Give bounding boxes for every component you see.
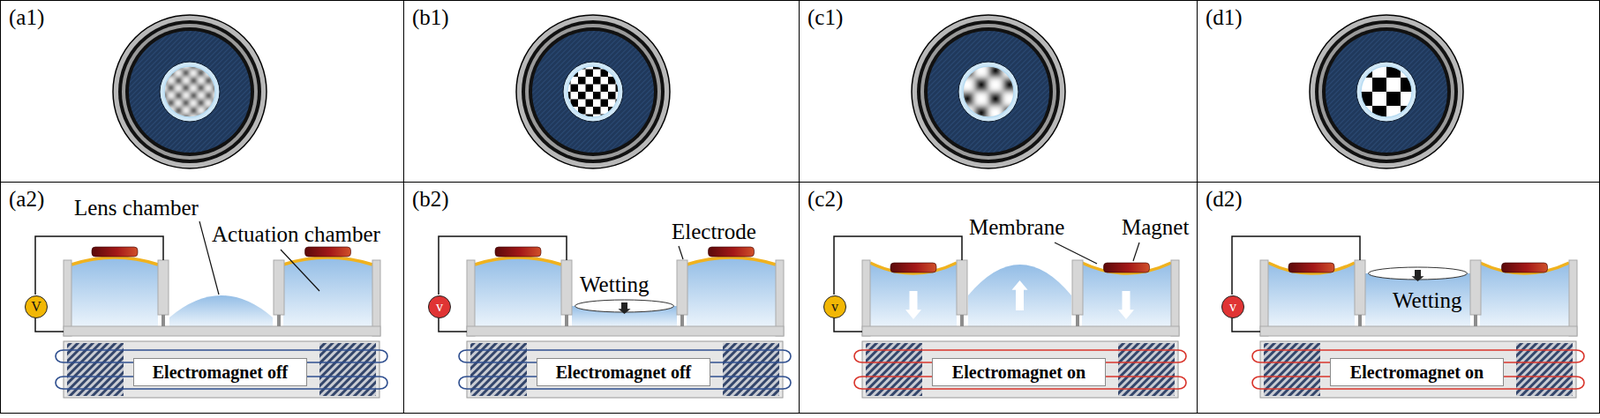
part-label: Magnet	[1121, 215, 1189, 241]
device-section	[1231, 236, 1585, 399]
voltage-source: v	[823, 295, 847, 319]
figure-panel: (c1)	[798, 0, 1198, 183]
state-label: Electromagnet off	[555, 362, 692, 383]
state-label: Electromagnet on	[952, 362, 1086, 383]
voltage-symbol: v	[1229, 300, 1237, 315]
part-label: Wetting	[1392, 288, 1463, 314]
figure-panel: (d1)	[1196, 0, 1600, 183]
figure-panel: (a1)	[0, 0, 405, 183]
panel-label: (b2)	[412, 187, 450, 212]
lens-view	[516, 15, 670, 169]
part-label: Electrode	[671, 219, 757, 245]
part-label: Lens chamber	[74, 195, 199, 221]
leader-line	[1054, 242, 1097, 264]
state-label: Electromagnet on	[1350, 362, 1484, 383]
lens-view	[112, 15, 267, 169]
part-label: Actuation chamber	[211, 222, 381, 248]
electromagnet-box: Electromagnet off	[536, 358, 711, 387]
voltage-symbol: v	[435, 300, 444, 315]
leader-line	[1133, 242, 1140, 262]
electromagnet-box: Electromagnet on	[1329, 358, 1504, 387]
voltage-source: V	[24, 295, 48, 319]
electromagnet-box: Electromagnet off	[133, 358, 308, 387]
panel-label: (a2)	[8, 187, 45, 212]
figure-panel: (b1)	[403, 0, 800, 183]
panel-label: (b1)	[412, 5, 450, 31]
voltage-symbol: V	[30, 300, 42, 315]
panel-label: (c2)	[807, 187, 843, 212]
voltage-symbol: v	[831, 300, 839, 315]
lens-view	[911, 15, 1066, 169]
voltage-source: v	[428, 295, 451, 319]
device-section	[833, 236, 1187, 399]
lens-view	[1309, 15, 1464, 169]
figure-panel: (a2) V Electromagnet off	[0, 181, 405, 414]
leader-line	[678, 246, 684, 260]
part-label: Membrane	[969, 215, 1065, 241]
part-label: Wetting	[579, 272, 650, 298]
device-section	[35, 236, 388, 399]
voltage-source: v	[1221, 295, 1245, 319]
figure-panel: (b2) vElectromagnet off	[403, 181, 800, 414]
panel-label: (c1)	[807, 5, 843, 31]
panel-label: (a1)	[8, 5, 45, 31]
panel-label: (d1)	[1205, 5, 1243, 31]
state-label: Electromagnet off	[152, 362, 288, 383]
electromagnet-box: Electromagnet on	[931, 358, 1106, 387]
leader-line	[280, 249, 320, 292]
device-section	[438, 236, 791, 399]
panel-label: (d2)	[1205, 187, 1243, 212]
